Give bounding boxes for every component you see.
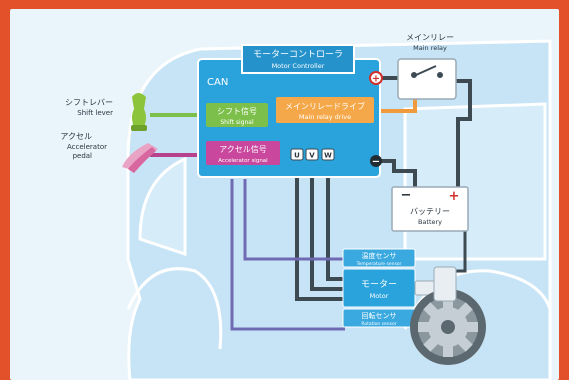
shift-lever-en: Shift lever: [77, 109, 113, 117]
shift-lever-jp: シフトレバー: [65, 98, 113, 107]
shift-lever-icon: [131, 93, 147, 131]
phase-u-label: U: [294, 152, 300, 160]
relay-contact-left: [411, 72, 417, 78]
phase-terminals: U V W: [290, 148, 335, 161]
temp-sensor-en: Temperature sensor: [356, 261, 402, 267]
relay-contact-right: [437, 72, 443, 78]
controller-minus-terminal: [370, 155, 382, 167]
motor-controller-title-en: Motor Controller: [272, 62, 325, 70]
phase-u-cable: [295, 159, 345, 301]
phase-w-label: W: [324, 152, 332, 160]
phase-u-terminal: [290, 148, 304, 161]
temp-sensor-jp: 温度センサ: [362, 251, 397, 260]
motor-controller-title-jp: モーターコントローラ: [253, 49, 343, 60]
relay-drive-tag: [276, 97, 374, 123]
ev-system-diagram: モーターコントローラ Motor Controller CAN シフト信号 Sh…: [60, 33, 552, 380]
phase-v-label: V: [309, 152, 315, 160]
controller-plus-symbol: +: [372, 74, 380, 85]
gear-housing: [433, 266, 457, 302]
motor-controller-title-bar: [241, 44, 355, 74]
relay-drive-en: Main relay drive: [299, 113, 351, 121]
motor-en: Motor: [370, 292, 389, 300]
wheel-gear-icon: [410, 289, 486, 365]
main-relay-en: Main relay: [413, 44, 447, 52]
controller-minus-to-battery-wire: [380, 159, 417, 187]
temp-sensor-cable: [243, 179, 345, 261]
shift-signal-tag: [206, 103, 268, 127]
car-rear-window: [138, 156, 187, 257]
accel-signal-tag: [206, 141, 280, 165]
car-window: [403, 102, 547, 261]
accelerator-pedal-icon: [122, 143, 158, 173]
battery-minus-symbol: −: [401, 188, 412, 203]
relay-drive-jp: メインリレードライブ: [285, 101, 365, 111]
battery-jp: バッテリー: [410, 207, 450, 216]
temp-sensor-box: [342, 248, 416, 268]
controller-plus-terminal: [369, 71, 383, 85]
phase-w-terminal: [321, 148, 335, 161]
accel-pedal-en-2: pedal: [73, 152, 92, 160]
can-label: CAN: [207, 77, 228, 88]
rear-wheel-arch: [126, 267, 223, 350]
rotation-sensor-jp: 回転センサ: [362, 312, 397, 320]
main-relay-box: [397, 58, 457, 100]
relay-to-battery-wire: [446, 79, 472, 187]
shift-signal-en: Shift signal: [220, 119, 254, 126]
rotation-sensor-cable: [230, 179, 345, 331]
battery-en: Battery: [418, 218, 442, 226]
accel-pedal-jp: アクセル: [60, 132, 92, 141]
phase-v-terminal: [305, 148, 319, 161]
accel-signal-en: Accelerator signal: [218, 158, 268, 164]
accel-signal-jp: アクセル信号: [219, 144, 267, 154]
diagram-canvas: モーターコントローラ Motor Controller CAN シフト信号 Sh…: [10, 9, 559, 380]
rotation-sensor-en: Rotation sensor: [361, 321, 396, 327]
phase-w-cable: [326, 159, 345, 281]
main-relay-jp: メインリレー: [406, 33, 454, 42]
battery-plus-symbol: +: [449, 189, 460, 204]
relay-drive-wire: [380, 97, 417, 113]
motor-jp: モーター: [361, 279, 397, 290]
controller-minus-symbol: −: [372, 157, 380, 168]
accel-pedal-en-1: Accelerator: [67, 143, 107, 151]
phase-v-cable: [310, 159, 345, 291]
battery-body: [391, 186, 469, 232]
relay-switch-arm: [415, 65, 437, 76]
shift-signal-jp: シフト信号: [217, 106, 257, 116]
